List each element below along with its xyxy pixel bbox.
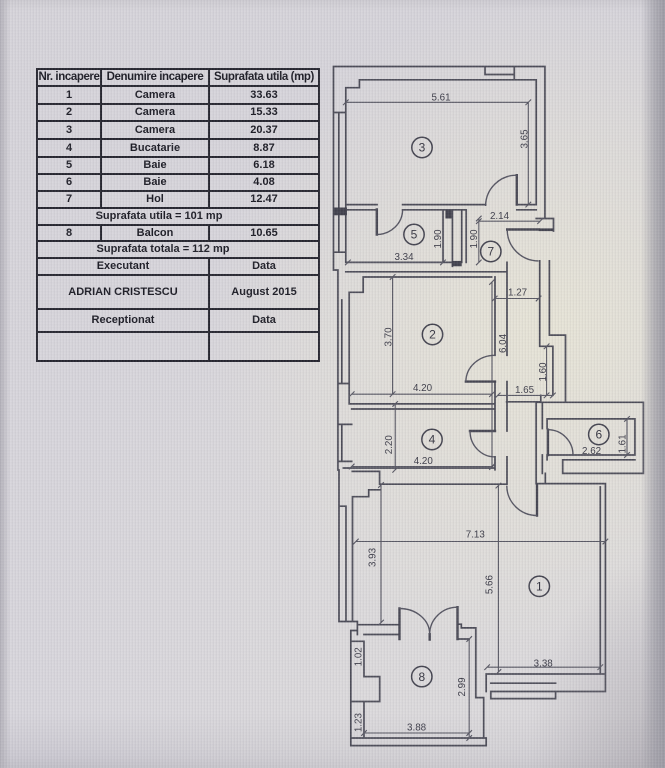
svg-text:3: 3 (419, 141, 426, 155)
svg-text:3.88: 3.88 (407, 723, 427, 734)
svg-text:7: 7 (487, 245, 494, 259)
svg-text:5.66: 5.66 (485, 575, 496, 595)
svg-text:1.90: 1.90 (469, 229, 480, 249)
svg-text:2: 2 (429, 328, 436, 342)
svg-text:7.13: 7.13 (466, 530, 486, 541)
svg-text:2.14: 2.14 (490, 211, 510, 222)
svg-text:6.04: 6.04 (498, 333, 509, 353)
svg-text:3.38: 3.38 (534, 659, 554, 670)
svg-text:1.02: 1.02 (354, 647, 365, 666)
svg-text:1.23: 1.23 (354, 713, 365, 733)
svg-text:1.27: 1.27 (508, 288, 527, 299)
svg-text:3.65: 3.65 (519, 129, 530, 149)
svg-text:1: 1 (536, 580, 543, 594)
svg-text:4.20: 4.20 (413, 383, 433, 394)
svg-text:2.20: 2.20 (384, 435, 395, 455)
svg-text:3.70: 3.70 (383, 327, 394, 347)
svg-text:4.20: 4.20 (414, 456, 434, 467)
svg-text:1.65: 1.65 (515, 385, 535, 396)
svg-text:3.93: 3.93 (368, 547, 379, 567)
svg-text:4: 4 (429, 433, 436, 447)
svg-text:3.34: 3.34 (394, 252, 414, 263)
svg-text:8: 8 (418, 670, 425, 684)
svg-text:1.90: 1.90 (433, 229, 444, 249)
svg-text:5.61: 5.61 (431, 93, 450, 104)
svg-text:6: 6 (595, 428, 602, 442)
svg-text:2.99: 2.99 (457, 677, 468, 696)
svg-text:1.61: 1.61 (618, 434, 629, 453)
svg-text:2.62: 2.62 (582, 446, 601, 457)
svg-text:1.60: 1.60 (538, 362, 549, 382)
svg-text:5: 5 (411, 228, 418, 242)
